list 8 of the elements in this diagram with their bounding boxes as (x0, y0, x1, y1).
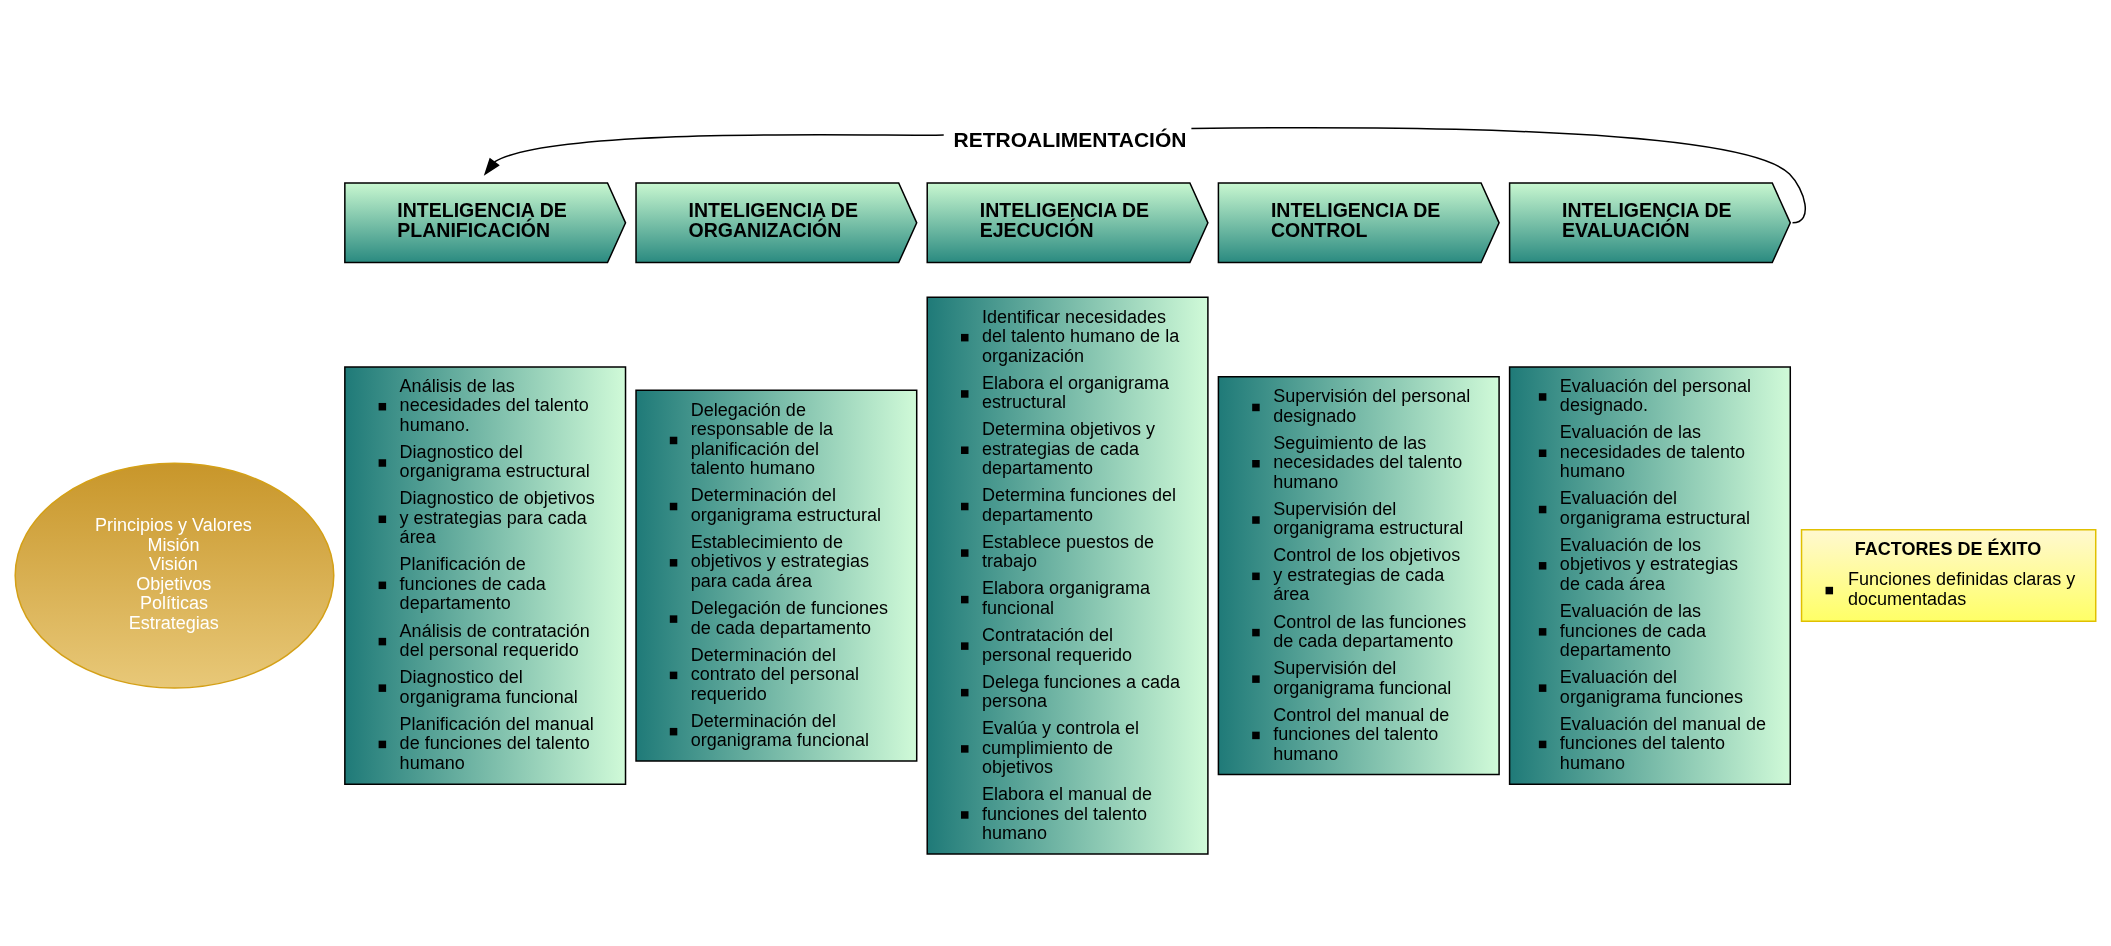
node-box: FACTORES DE ÉXITO Funciones definidas claras y documentadas (1800, 528, 2097, 622)
node-box: Delegación de responsable de la planificación del talento humano Determinación del organigrama estructural Establecimiento de objetivos y estrategias para cada área Delegación de funciones de cada departamento Determinación del contrato del personal requerido Determinación del organigrama funcional (635, 388, 918, 762)
node-box: Evaluación del personal designado. Evaluación de las necesidades de talento humano Evaluación del organigrama estructural Evaluación de los objetivos y estrategias de cada área Evaluación de las funciones de cada departamento Evaluación del organigrama funciones Evaluación del manual de funciones del talento humano (1508, 365, 1792, 785)
node-ellipse: Principios y Valores Misión Visión Objetivos Políticas Estrategias (14, 461, 335, 689)
node-box: Identificar necesidades del talento humano de la organización Elabora el organigrama estructural Determina objetivos y estrategias de cada departamento Determina funciones del departamento Establece puestos de trabajo Elabora organigrama funcional Contratación del personal requerido Delega funciones a cada persona Evalúa y controla el cumplimiento de objetivos Elabora el manual de funciones del talento humano (926, 295, 1209, 855)
node-box: Supervisión del personal designado Seguimiento de las necesidades del talento humano Supervisión del organigrama estructural Control de los objetivos y estrategias de cada área Control de las funciones de cada departamento Supervisión del organigrama funcional Control del manual de funciones del talento humano (1217, 375, 1500, 775)
node-box: Análisis de las necesidades del talento humano. Diagnostico del organigrama estructural Diagnostico de objetivos y estrategias para cada área Planificación de funciones de cada departamento Análisis de contratación del personal requerido Diagnostico del organigrama funcional Planificación del manual de funciones del talento humano (344, 365, 627, 785)
edge-label: RETROALIMENTACIÓN (953, 127, 1187, 151)
